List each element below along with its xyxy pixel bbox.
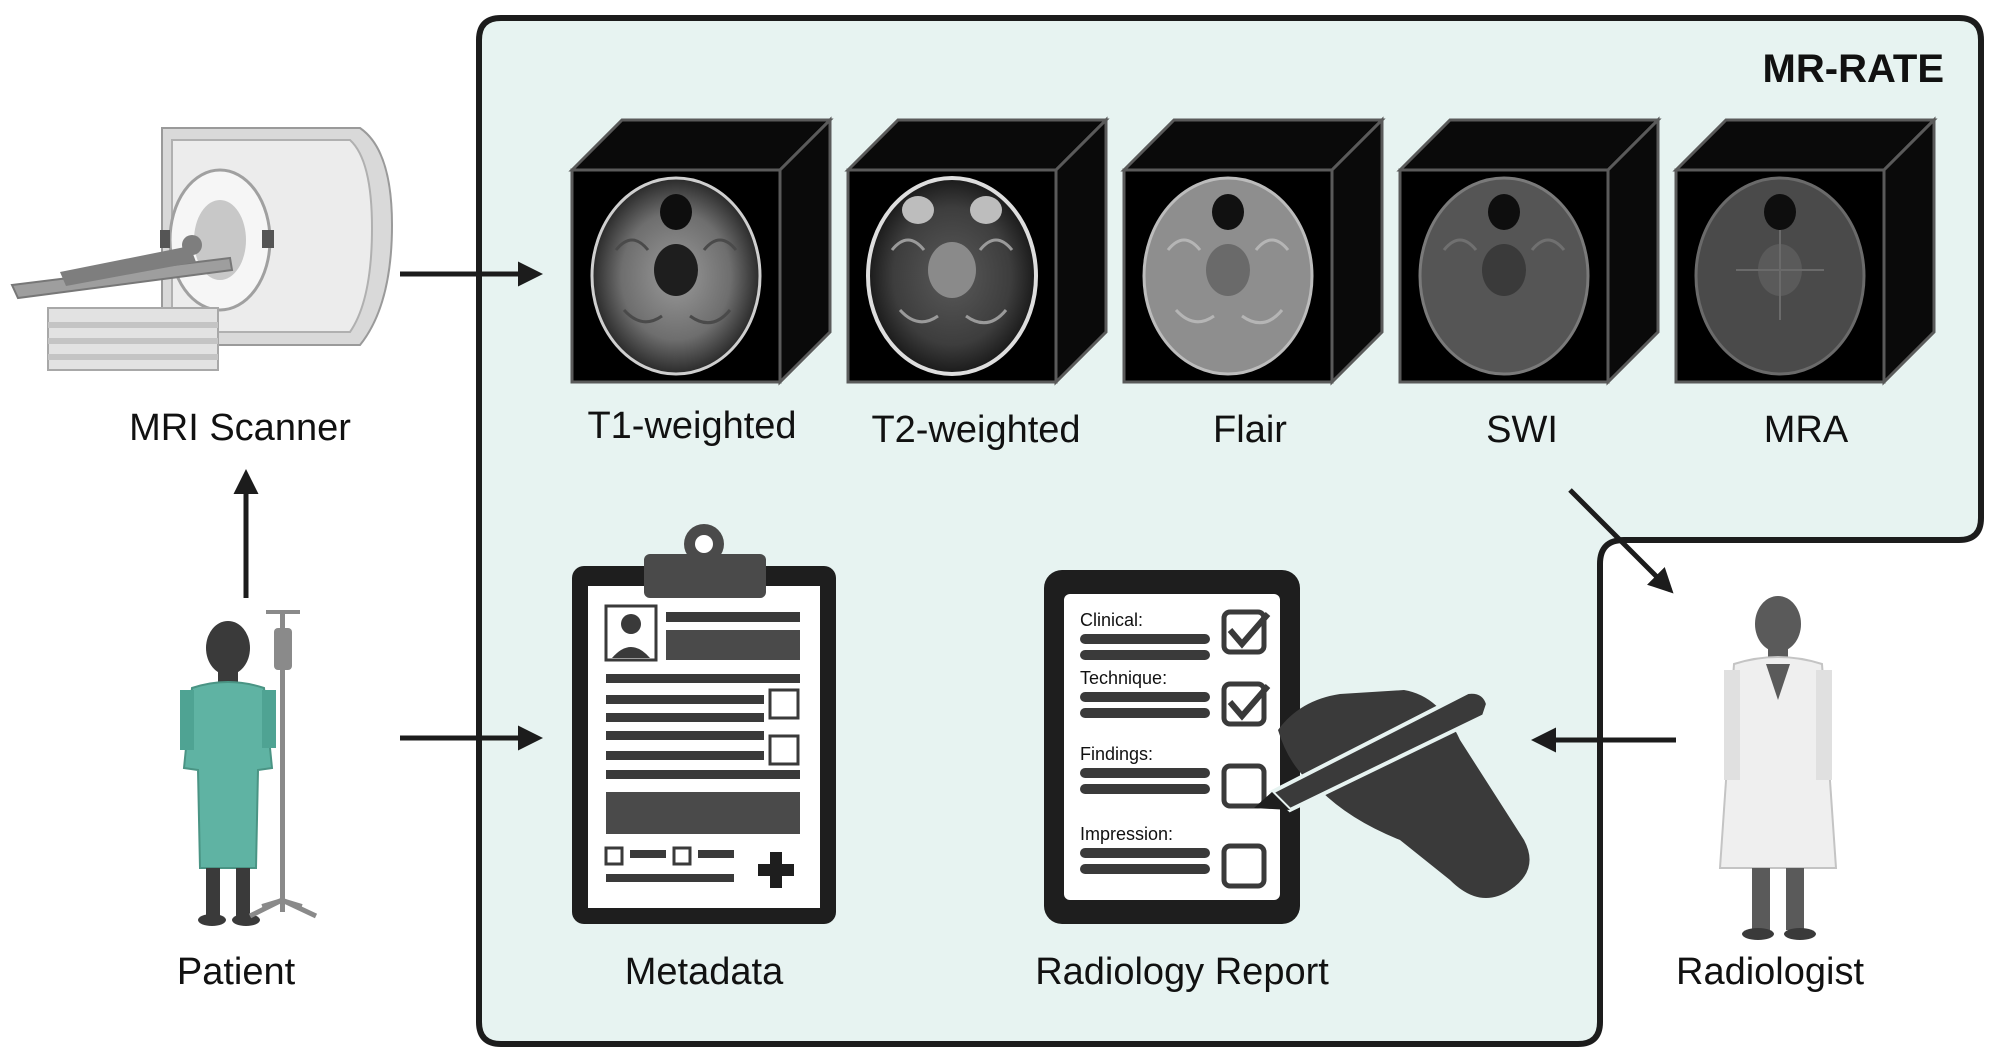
hand-pen-icon bbox=[1254, 689, 1530, 898]
sequence-label: T1-weighted bbox=[587, 405, 796, 447]
patient-label: Patient bbox=[177, 951, 296, 993]
radiologist-label: Radiologist bbox=[1676, 951, 1864, 993]
report-field-label: Technique: bbox=[1080, 668, 1167, 688]
metadata-clipboard-icon bbox=[572, 524, 836, 924]
sequence-cube bbox=[844, 116, 1110, 386]
sequence-label: T2-weighted bbox=[871, 409, 1080, 451]
sequence-cube bbox=[1672, 116, 1938, 386]
system-title: MR-RATE bbox=[1763, 47, 1944, 91]
report-field-label: Clinical: bbox=[1080, 610, 1143, 630]
report-field-label: Findings: bbox=[1080, 744, 1153, 764]
sequence-label: MRA bbox=[1764, 409, 1849, 451]
radiology-report-icon: Clinical: Technique: Findings: Impressio… bbox=[1044, 570, 1300, 924]
sequence-cube bbox=[1396, 116, 1662, 386]
report-label: Radiology Report bbox=[1035, 951, 1329, 993]
sequence-cube bbox=[568, 116, 834, 386]
scanner-label: MRI Scanner bbox=[129, 407, 351, 449]
sequence-label: Flair bbox=[1213, 409, 1287, 451]
radiologist-icon bbox=[1718, 596, 1838, 940]
metadata-label: Metadata bbox=[625, 951, 784, 993]
sequence-label: SWI bbox=[1486, 409, 1558, 451]
mri-scanner-icon bbox=[10, 127, 394, 371]
patient-icon bbox=[180, 610, 318, 926]
report-field-label: Impression: bbox=[1080, 824, 1173, 844]
sequences-to-radiologist-arrow bbox=[1568, 488, 1674, 594]
sequence-cube bbox=[1120, 116, 1386, 386]
